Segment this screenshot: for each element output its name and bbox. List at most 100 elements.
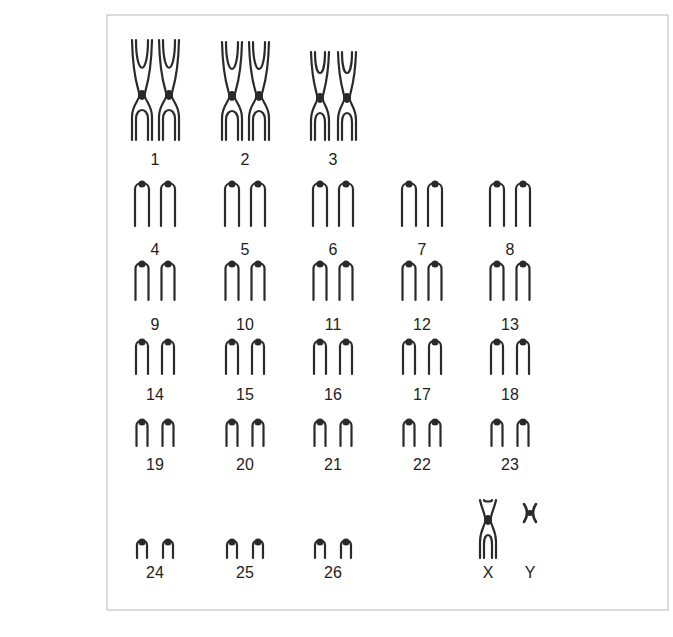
chromatid (403, 341, 415, 374)
frame (107, 15, 668, 610)
centromere (254, 338, 261, 345)
chromosome-number: 5 (241, 242, 250, 258)
chromosome (403, 338, 415, 374)
chromosome (311, 52, 329, 140)
chromosome (428, 180, 442, 226)
chromatid (249, 42, 269, 140)
chromosome-number: 13 (501, 317, 519, 333)
chromosome-number: 24 (146, 565, 164, 581)
chromosome-number: 10 (236, 317, 254, 333)
chromosome-number: 17 (413, 387, 431, 403)
chromosome (340, 260, 353, 300)
chromatid (161, 183, 175, 226)
centromere (228, 418, 235, 425)
centromere (254, 538, 261, 545)
chromatid (339, 183, 353, 226)
chromosome-number: 22 (413, 457, 431, 473)
chromosome-number: 7 (418, 242, 427, 258)
chromatid (403, 263, 416, 300)
chromosome (226, 338, 238, 374)
chromosome (314, 260, 327, 300)
chromosome (253, 418, 264, 446)
centromere (342, 338, 349, 345)
chromatid (314, 263, 327, 300)
chromosome-number: 2 (241, 152, 250, 168)
chromatid (490, 183, 504, 226)
chromosome (162, 260, 175, 300)
chromosome (225, 180, 239, 226)
centromere (519, 418, 526, 425)
chromosome (249, 42, 269, 140)
chromosome-number: 4 (151, 242, 160, 258)
chromosome (340, 338, 352, 374)
chromosome (227, 538, 237, 558)
chromatid (429, 263, 442, 300)
centromere (138, 338, 145, 345)
centromere (228, 91, 236, 101)
chromosome (403, 260, 416, 300)
chromatid (252, 341, 264, 374)
chromatid (402, 183, 416, 226)
chromosome (404, 418, 415, 446)
chromatid (226, 341, 238, 374)
chromosome (252, 338, 264, 374)
chromatid (338, 52, 356, 140)
centromere (316, 338, 323, 345)
chromosome-number: 1 (151, 152, 160, 168)
chromosome (137, 418, 148, 446)
chromatid (136, 341, 148, 374)
chromatid (132, 40, 152, 140)
chromosome-number: 14 (146, 387, 164, 403)
centromere (254, 180, 261, 187)
chromosome (491, 338, 503, 374)
chromosome (251, 180, 265, 226)
chromosome (339, 180, 353, 226)
chromosome (338, 52, 356, 140)
centromere (164, 538, 171, 545)
chromosome (524, 504, 536, 522)
centromere (343, 93, 351, 103)
centromere (255, 91, 263, 101)
chromosome (315, 418, 326, 446)
chromatid (516, 183, 530, 226)
centromere (342, 418, 349, 425)
chromosome (135, 180, 149, 226)
centromere (316, 180, 323, 187)
chromosome (429, 338, 441, 374)
centromere (405, 418, 412, 425)
chromosome-number: 18 (501, 387, 519, 403)
chromosome-number: 21 (324, 457, 342, 473)
centromere (164, 338, 171, 345)
chromatid (135, 183, 149, 226)
chromatid (159, 40, 179, 140)
chromosome (402, 180, 416, 226)
centromere (405, 180, 412, 187)
chromatid (222, 42, 242, 140)
chromatid (225, 183, 239, 226)
chromosome (516, 180, 530, 226)
chromosome (429, 260, 442, 300)
centromere (431, 418, 438, 425)
centromere (519, 338, 526, 345)
chromosome-number: 9 (151, 317, 160, 333)
chromosome (314, 338, 326, 374)
centromere (138, 260, 145, 267)
centromere (405, 260, 412, 267)
centromere (138, 180, 145, 187)
chromosome (315, 538, 325, 558)
chromatid (162, 341, 174, 374)
chromosome (313, 180, 327, 226)
centromere (138, 90, 146, 100)
chromatid (491, 341, 503, 374)
centromere (228, 338, 235, 345)
chromosome (163, 418, 174, 446)
chromosome (226, 260, 239, 300)
centromere (431, 260, 438, 267)
chromatid (428, 183, 442, 226)
centromere (165, 90, 173, 100)
chromosome-number: 26 (324, 565, 342, 581)
chromosome (159, 40, 179, 140)
centromere (164, 260, 171, 267)
chromosome-number: 12 (413, 317, 431, 333)
chromosome-number: 6 (329, 242, 338, 258)
